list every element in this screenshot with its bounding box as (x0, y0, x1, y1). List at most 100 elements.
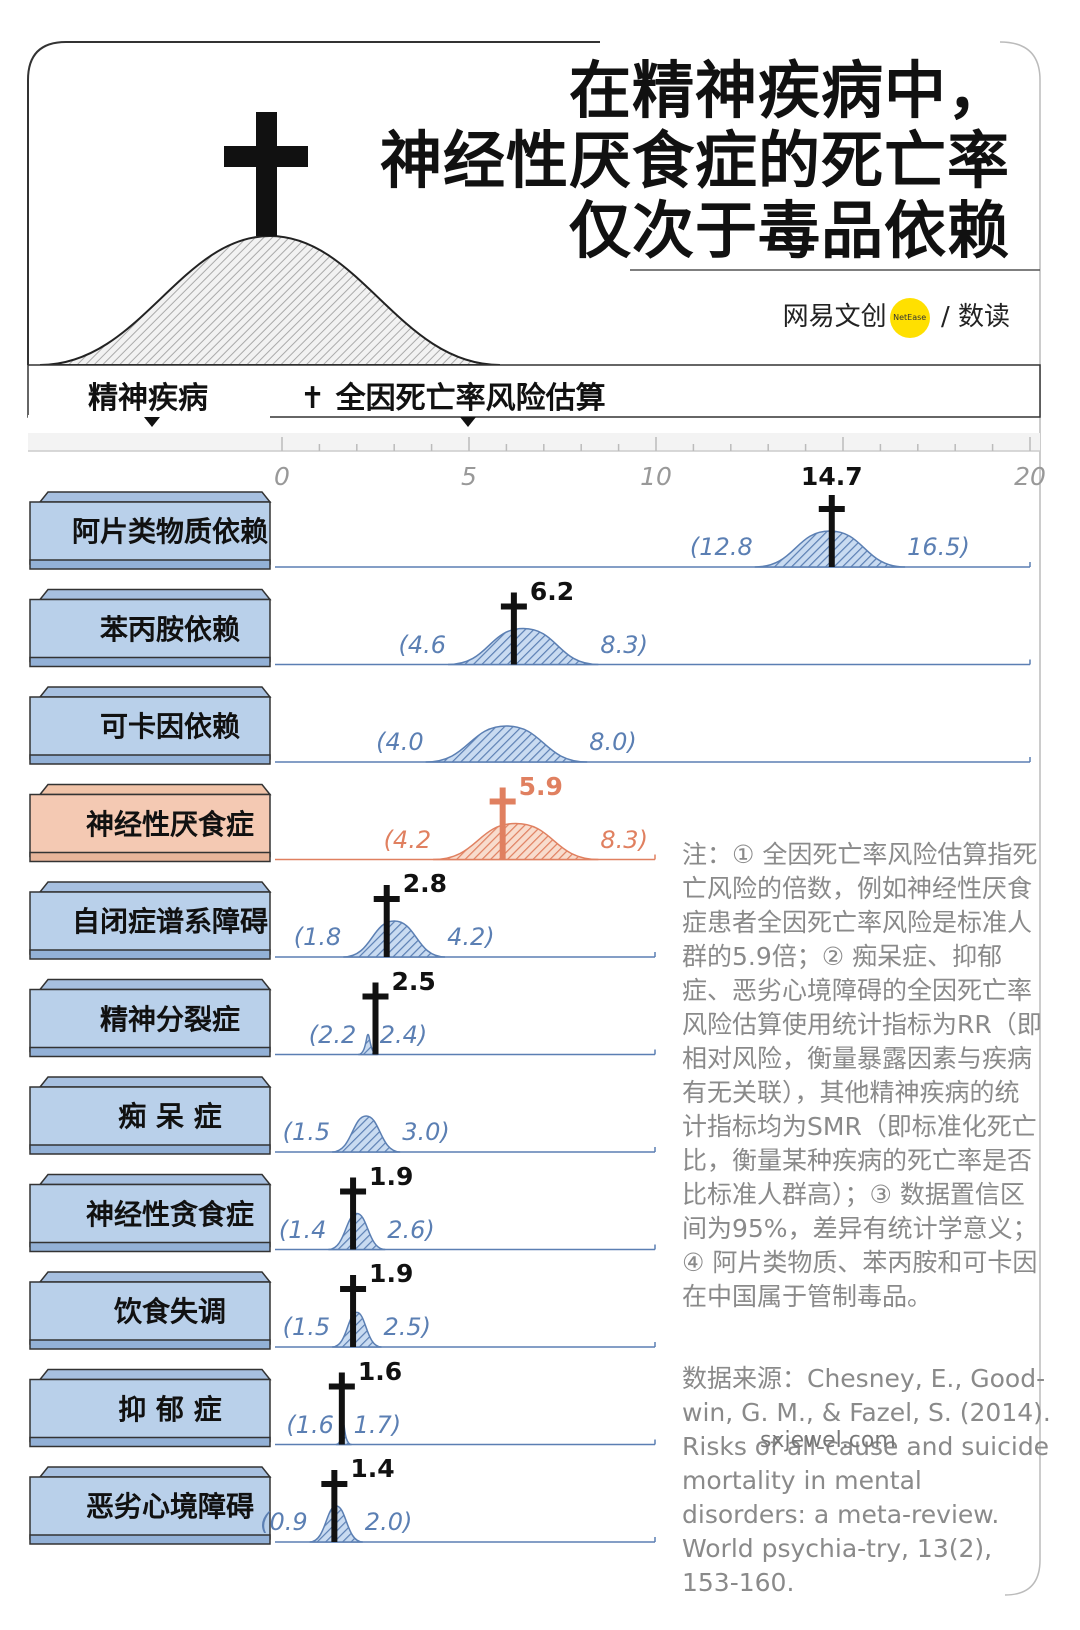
ci-curve (433, 822, 599, 861)
value-label: 1.6 (357, 1356, 403, 1386)
axis-tick-label: 10 (640, 462, 672, 491)
ci-low-label: (1.4 (278, 1215, 327, 1244)
ci-curve (448, 627, 599, 666)
ci-low-label: (2.2 (308, 1020, 357, 1049)
coffin-lid (38, 783, 272, 796)
coffin-box (29, 1173, 272, 1253)
disease-label: 精神分裂症 (99, 1002, 240, 1036)
frame-border-right (999, 41, 1041, 1596)
value-cross-horizontal (321, 1481, 348, 1487)
brand-right: 数读 (957, 302, 1010, 332)
value-cross-horizontal (500, 603, 527, 610)
value-cross-vertical (331, 1470, 338, 1542)
disease-label: 可卡因依赖 (99, 710, 240, 743)
ci-low-label: (1.5 (282, 1313, 331, 1341)
coffin-base (29, 754, 271, 765)
coffin-box (29, 1271, 272, 1350)
ci-low-label: (1.8 (293, 923, 342, 951)
decor-bell-curve (39, 234, 501, 366)
coffin-box (29, 588, 272, 668)
coffin-lid (38, 491, 272, 503)
coffin-body (29, 696, 271, 760)
coffin-body (29, 1476, 271, 1540)
decor-cross-horizontal (224, 146, 308, 167)
value-cross-vertical (383, 885, 390, 957)
disease-label: 恶劣心境障碍 (85, 1490, 254, 1523)
value-cross-horizontal (362, 993, 389, 1000)
ci-low-label: (4.2 (383, 825, 432, 854)
disease-label: 自闭症谱系障碍 (71, 905, 268, 938)
value-label: 5.9 (518, 771, 563, 801)
ci-high-label: 4.2) (447, 923, 495, 951)
axis-tick-label: 0 (274, 462, 290, 491)
coffin-lid (38, 1173, 272, 1186)
footnote: 注：① 全因死亡率风险估算指死亡风险的倍数，例如神经性厌食症患者全因死亡率风险是… (682, 840, 1042, 1311)
header-mortality-text: 全因死亡率风险估算 (335, 381, 606, 416)
ci-curve (331, 1311, 382, 1348)
coffin-body (29, 1281, 271, 1345)
coffin-lid (38, 1271, 272, 1283)
brand-badge: NetEase (889, 297, 930, 338)
ci-low-label: (4.6 (398, 630, 447, 659)
coffin-body (29, 1086, 271, 1150)
value-cross-vertical (499, 787, 506, 860)
header-cross-icon: ✝ (300, 381, 326, 416)
value-label: 1.4 (350, 1454, 395, 1483)
watermark: sxjewel.com (760, 1428, 896, 1453)
coffin-base (29, 1144, 271, 1155)
coffin-box (29, 978, 272, 1058)
coffin-box (29, 491, 272, 570)
coffin-base (29, 1534, 271, 1545)
coffin-lid (38, 978, 272, 991)
coffin-box (29, 783, 272, 863)
ci-low-label: (0.9 (260, 1508, 308, 1536)
coffin-body (29, 598, 271, 663)
coffin-body (29, 891, 271, 955)
data-source: 数据来源：Chesney, E., Good-win, G. M., & Faz… (682, 1364, 1051, 1597)
header-band (27, 364, 1041, 418)
disease-label: 神经性厌食症 (85, 807, 254, 841)
axis-tick-label: 5 (461, 462, 477, 491)
coffin-body (29, 988, 271, 1053)
ci-high-label: 2.4) (379, 1020, 428, 1049)
brand-left: 网易文创 (782, 302, 887, 332)
value-cross-horizontal (489, 798, 516, 805)
ci-high-label: 8.0) (589, 728, 637, 756)
frame-border (27, 41, 600, 365)
header-disease-label: 精神疾病 (88, 381, 208, 416)
coffin-body (29, 501, 271, 565)
coffin-lid (38, 1368, 272, 1381)
coffin-lid (38, 1076, 272, 1088)
disease-label: 阿片类物质依赖 (71, 515, 268, 548)
coffin-base (29, 851, 271, 863)
coffin-base (29, 1046, 271, 1058)
ci-curve (343, 920, 446, 958)
value-cross-horizontal (818, 506, 845, 512)
coffin-body (29, 793, 271, 858)
coffin-base (29, 1436, 271, 1448)
ci-low-label: (4.0 (376, 728, 424, 756)
value-cross-horizontal (373, 896, 400, 902)
header-arrow-1 (144, 417, 160, 427)
ci-curve (425, 725, 588, 763)
axis-tick-label: 20 (1014, 462, 1046, 491)
value-cross-vertical (338, 1372, 345, 1445)
coffin-base (29, 949, 271, 960)
ci-high-label: 2.6) (387, 1215, 435, 1244)
disease-label: 痴 呆 症 (118, 1100, 222, 1133)
title-line-3: 仅次于毒品依赖 (568, 194, 1010, 267)
title-line-2: 神经性厌食症的死亡率 (379, 124, 1010, 197)
coffin-box (29, 1466, 272, 1545)
coffin-lid (38, 881, 272, 893)
coffin-base (29, 1241, 271, 1253)
rows (29, 491, 1031, 1545)
ci-high-label: 2.5) (383, 1313, 432, 1341)
header-mortality-label: ✝ 全因死亡率风险估算 (300, 373, 606, 417)
header-arrow-2 (460, 417, 476, 427)
value-cross-horizontal (328, 1383, 355, 1390)
ci-high-label: 8.3) (600, 825, 648, 854)
coffin-base (29, 559, 271, 570)
coffin-base (29, 656, 271, 668)
